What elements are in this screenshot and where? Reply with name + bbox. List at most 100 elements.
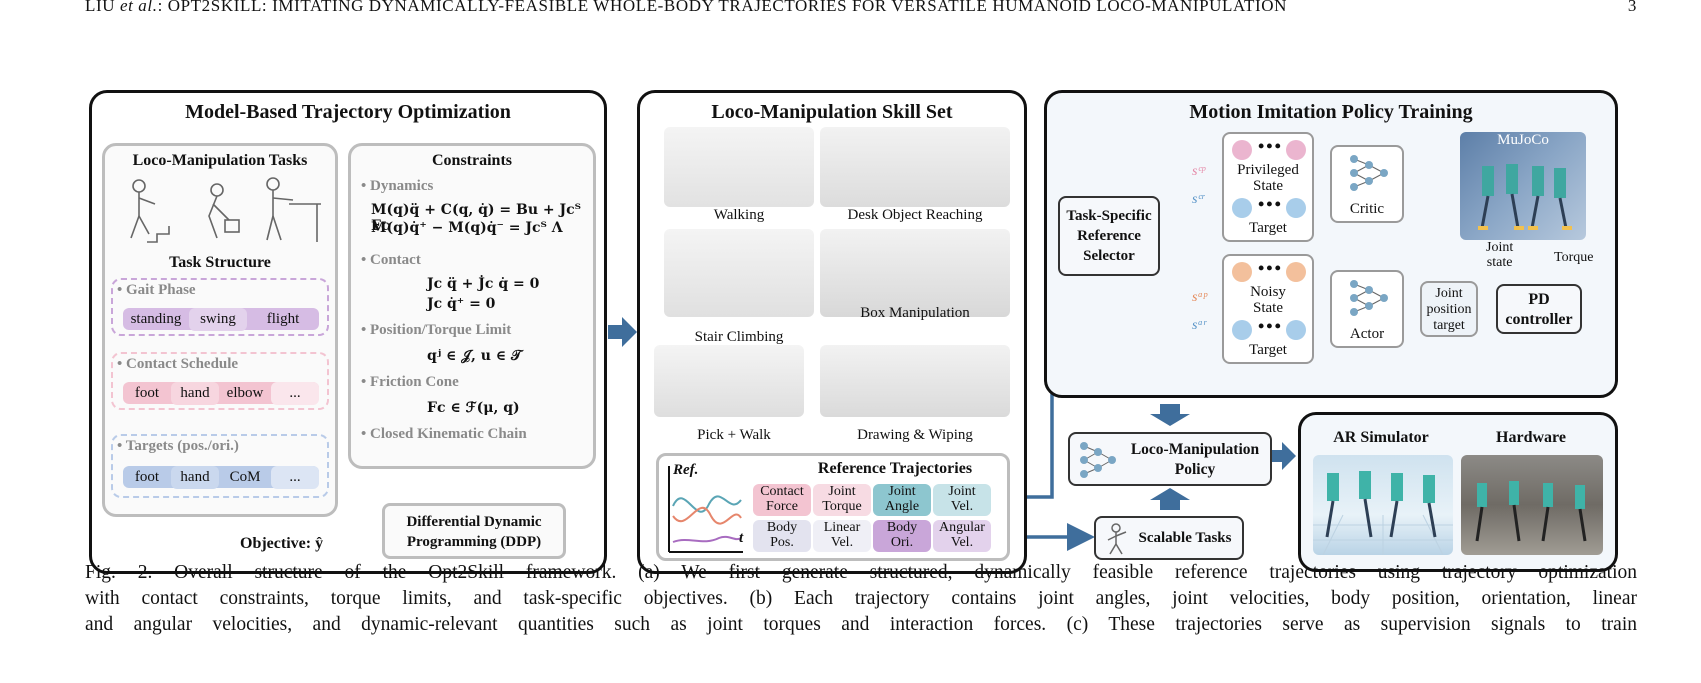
- targets-group: • Targets (pos./ori.) foot hand CoM ...: [111, 434, 329, 498]
- tasks-title: Loco-Manipulation Tasks: [132, 152, 308, 169]
- privileged-circle-left: [1232, 140, 1252, 160]
- contact-label: • Contact: [361, 252, 421, 268]
- dynamics-eq-1: M(q)q̈ + C(q, q̇) = Bu + Jcᵀ Fc: [371, 202, 581, 234]
- policy-label-1: Loco-Manipulation: [1130, 441, 1260, 458]
- chip-target-more: ...: [271, 466, 319, 489]
- targets-chips: foot hand CoM ...: [123, 466, 319, 489]
- reference-selector-box: Task-Specific Reference Selector: [1058, 196, 1160, 276]
- chip-flight: flight: [266, 311, 300, 327]
- ar-sim-robots: [1313, 471, 1453, 556]
- panel-deployment: AR Simulator Hardware: [1298, 412, 1618, 572]
- scalable-tasks-box: Scalable Tasks: [1094, 516, 1244, 560]
- hardware-title: Hardware: [1496, 429, 1566, 446]
- target-circle-right: [1286, 198, 1306, 218]
- actor-network-icon: [1350, 280, 1388, 316]
- contact-eq-1: Jc q̈ + J̇c q̇ = 0: [427, 276, 540, 292]
- policy-label-2: Policy: [1174, 461, 1216, 478]
- hardware-image: [1461, 455, 1603, 555]
- skill-image-box: [820, 229, 1010, 317]
- contact-schedule-group: • Contact Schedule foot hand elbow ...: [111, 352, 329, 410]
- target-label-1: Target: [1249, 220, 1287, 236]
- target2-circle-left: [1232, 320, 1252, 340]
- label-s-cp: sᶜᵖ: [1192, 164, 1206, 179]
- tasks-subpanel: Loco-Manipulation Tasks Task Structure •…: [102, 143, 338, 517]
- mujoco-render: MuJoCo: [1460, 132, 1586, 240]
- page-number: 3: [1627, 0, 1637, 15]
- kinematic-label: • Closed Kinematic Chain: [361, 426, 527, 442]
- skill-label-stair: Stair Climbing: [694, 329, 784, 345]
- label-s-ar: sᵃʳ: [1192, 318, 1207, 333]
- task-structure-title: Task Structure: [169, 254, 271, 271]
- chip-elbow: elbow: [226, 385, 264, 401]
- ref-plot: [668, 466, 743, 553]
- arrow-scalable-to-policy: [1150, 488, 1190, 510]
- running-title: LIU et al.: OPT2SKILL: IMITATING DYNAMIC…: [85, 0, 1287, 15]
- ar-sim-image: [1313, 455, 1453, 556]
- panel-b-title: Loco-Manipulation Skill Set: [711, 101, 953, 123]
- skill-label-walking: Walking: [713, 207, 765, 223]
- policy-network-icon: [1080, 442, 1116, 478]
- noisy-dots: •••: [1258, 258, 1283, 278]
- panel-a-title: Model-Based Trajectory Optimization: [185, 101, 511, 123]
- contact-eq-2: Jc q̇⁺ = 0: [427, 296, 496, 312]
- dynamics-label: • Dynamics: [361, 178, 434, 194]
- label-s-cr: sᶜʳ: [1192, 192, 1205, 207]
- skill-image-walking: [664, 127, 814, 207]
- chip-foot: foot: [134, 385, 160, 401]
- caption-line-3: and angular velocities, and dynamic-rele…: [85, 614, 1637, 635]
- objective-label: Objective: ŷ: [240, 535, 324, 552]
- gait-phase-label: • Gait Phase: [117, 282, 196, 298]
- ddp-box: Differential Dynamic Programming (DDP): [382, 503, 566, 559]
- gait-phase-group: • Gait Phase standing swing flight: [111, 278, 329, 336]
- actor-box: Actor: [1330, 270, 1404, 348]
- task-humanoid-sketches: [130, 177, 321, 243]
- arrow-policy-to-deploy: [1272, 442, 1296, 470]
- ar-sim-title: AR Simulator: [1333, 429, 1429, 446]
- mujoco-robots: [1478, 164, 1572, 230]
- panel-c-title: Motion Imitation Policy Training: [1189, 101, 1473, 123]
- skill-label-desk-reaching: Desk Object Reaching: [847, 207, 983, 223]
- chip-standing: standing: [130, 311, 182, 327]
- dynamics-eq-2: M(q)q̇⁺ − M(q)q̇⁻ = Jcᵀ Λ: [371, 220, 563, 236]
- panel-trajectory-optimization: Model-Based Trajectory Optimization Loco…: [89, 90, 607, 574]
- actor-label: Actor: [1349, 326, 1385, 342]
- running-header: LIU et al.: OPT2SKILL: IMITATING DYNAMIC…: [85, 0, 1637, 16]
- skill-image-desk-reaching: [820, 127, 1010, 207]
- chip-target-com: CoM: [229, 469, 261, 485]
- critic-label: Critic: [1349, 201, 1385, 217]
- target-dots: •••: [1258, 194, 1283, 214]
- selector-line-3: Selector: [1083, 248, 1135, 264]
- ref-t-label: t: [739, 530, 744, 546]
- target2-circle-right: [1286, 320, 1306, 340]
- panel-skill-set: Loco-Manipulation Skill Set Walking Desk…: [637, 90, 1027, 574]
- ddp-label-1: Differential Dynamic: [406, 514, 542, 530]
- mujoco-label: MuJoCo: [1497, 132, 1549, 148]
- skill-image-pick-walk: [654, 345, 804, 417]
- privileged-circle-right: [1286, 140, 1306, 160]
- selector-line-1: Task-Specific: [1066, 208, 1152, 224]
- critic-network-icon: [1350, 155, 1388, 191]
- skill-label-box: Box Manipulation: [860, 305, 970, 321]
- friction-label: • Friction Cone: [361, 374, 459, 390]
- noisy-circle-left: [1232, 262, 1252, 282]
- limit-label: • Position/Torque Limit: [361, 322, 512, 338]
- privileged-dots: •••: [1258, 136, 1283, 156]
- arrow-panel-c-to-policy: [1150, 404, 1190, 426]
- scalable-tasks-label: Scalable Tasks: [1138, 530, 1232, 546]
- contact-schedule-label: • Contact Schedule: [117, 356, 239, 372]
- noisy-circle-right: [1286, 262, 1306, 282]
